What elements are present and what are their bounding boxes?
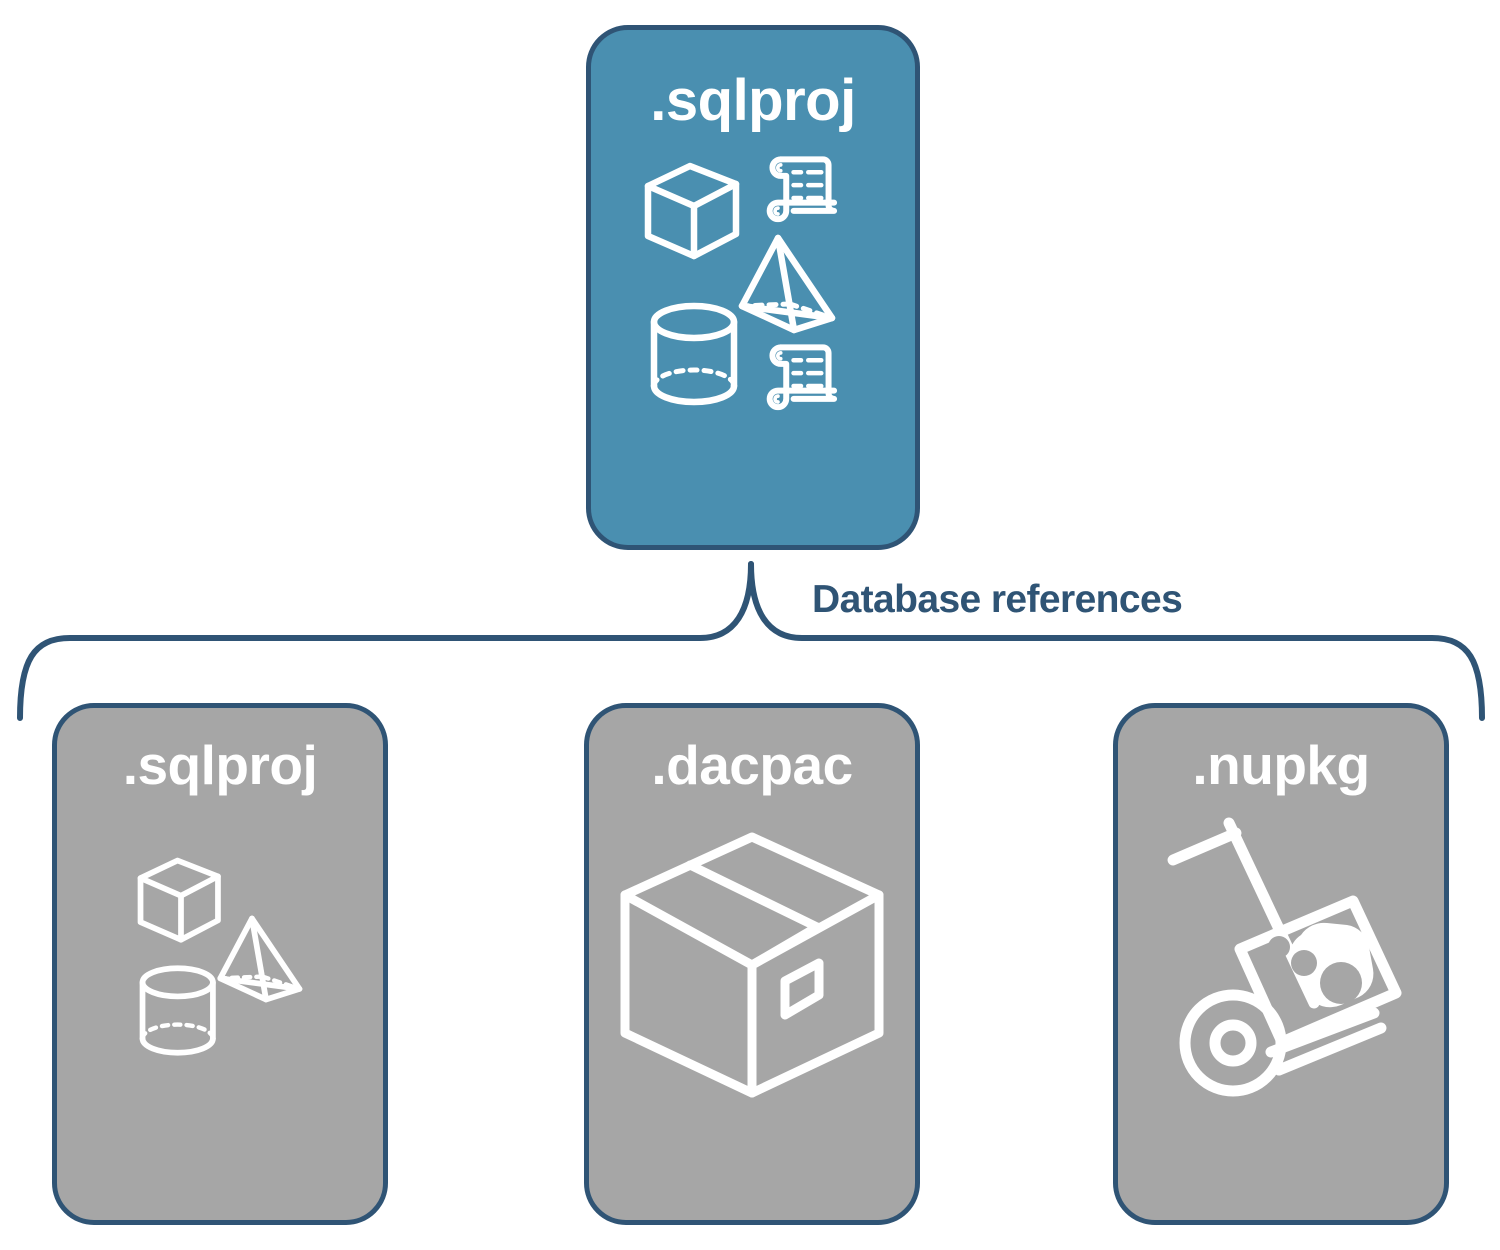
node-title-sqlproj-root: .sqlproj — [650, 68, 856, 133]
shipping-box-icon — [620, 832, 884, 1098]
cube-wireframe-icon — [137, 857, 221, 943]
node-card-sqlproj-reference[interactable]: .sqlproj — [52, 703, 388, 1225]
cube-wireframe-icon — [644, 162, 740, 260]
sqlproj-reference-icon-group — [137, 857, 303, 1056]
node-card-sqlproj-root[interactable]: .sqlproj — [586, 25, 920, 550]
dacpac-icon-group — [620, 832, 884, 1098]
node-card-dacpac[interactable]: .dacpac — [584, 703, 920, 1225]
pyramid-wireframe-icon — [738, 234, 836, 334]
scroll-script-icon — [766, 156, 838, 223]
nupkg-icon-group — [1167, 817, 1402, 1097]
root-icon-group — [644, 156, 838, 411]
cylinder-wireframe-icon — [139, 965, 216, 1056]
bracket-left-arm — [17, 561, 754, 721]
nuget-glyph-cutouts — [1268, 936, 1362, 1004]
node-card-nupkg[interactable]: .nupkg — [1113, 703, 1449, 1225]
cylinder-wireframe-icon — [650, 302, 738, 406]
bracket-label-database-references: Database references — [812, 578, 1183, 621]
pyramid-wireframe-icon — [217, 915, 303, 1003]
node-title-dacpac: .dacpac — [651, 734, 853, 796]
node-title-nupkg: .nupkg — [1192, 734, 1370, 796]
scroll-script-icon — [766, 344, 838, 411]
node-title-sqlproj-reference: .sqlproj — [122, 734, 318, 796]
